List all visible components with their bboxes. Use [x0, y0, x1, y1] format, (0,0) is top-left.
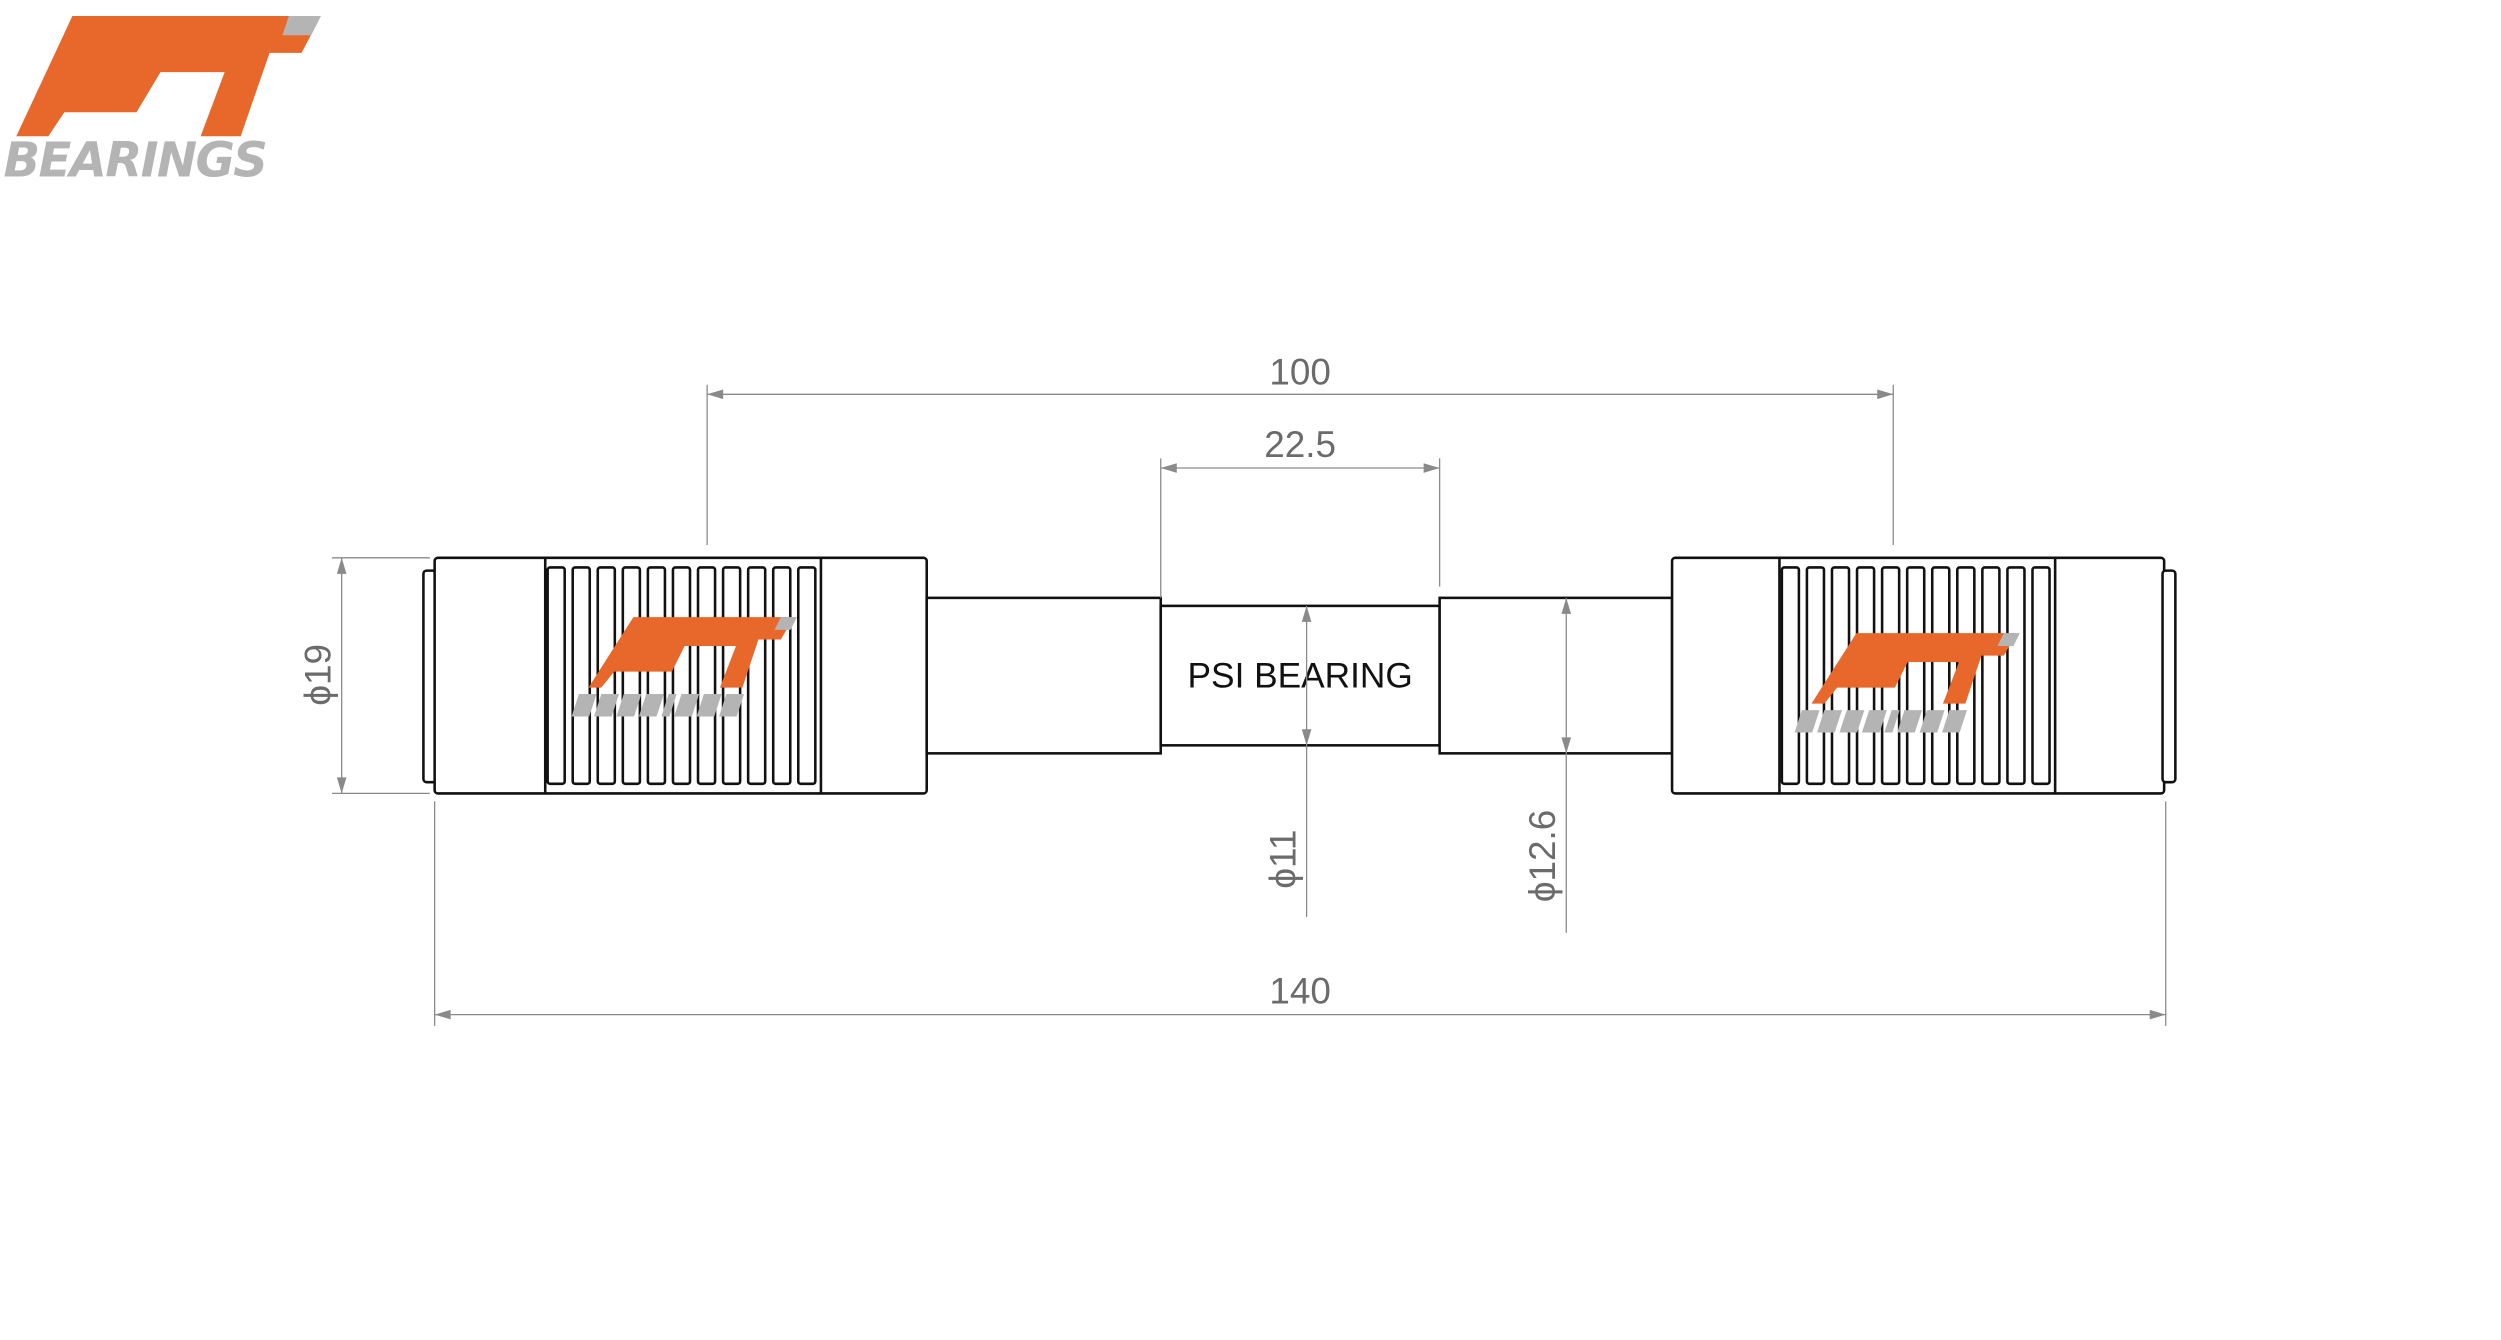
- bushing-assembly: [422, 556, 2177, 795]
- dim-label: 100: [1269, 352, 1331, 393]
- right-end-cap: [2161, 569, 2177, 784]
- psi-bearings-logo: BEARINGS: [3, 16, 321, 188]
- groove-ring: [1981, 566, 2001, 786]
- groove-ring: [696, 566, 717, 786]
- dimension-dia-11: ϕ11: [1262, 605, 1312, 917]
- dimension-dia-12-6: ϕ12.6: [1522, 597, 1572, 933]
- groove-ring: [646, 566, 667, 786]
- dim-label: ϕ12.6: [1522, 810, 1563, 902]
- center-label: PSI BEARING: [1188, 657, 1413, 696]
- groove-ring: [1905, 566, 1926, 786]
- left-tube: [925, 596, 1163, 755]
- dimension-100: 100: [706, 352, 1894, 545]
- dimension-dia-19: ϕ19: [297, 557, 430, 795]
- groove-ring: [771, 566, 792, 786]
- groove-ring: [2006, 566, 2026, 786]
- dimension-22-5: 22.5: [1160, 424, 1441, 598]
- groove-ring: [2031, 566, 2051, 786]
- dim-label: 140: [1269, 970, 1331, 1011]
- dim-label: 22.5: [1264, 424, 1336, 465]
- logo-subtitle: BEARINGS: [3, 132, 267, 188]
- groove-ring: [671, 566, 692, 786]
- dim-label: ϕ19: [297, 644, 338, 706]
- groove-ring: [571, 566, 592, 786]
- groove-ring: [1780, 566, 1801, 786]
- groove-ring: [546, 566, 566, 786]
- right-tube: [1438, 596, 1674, 755]
- groove-ring: [1805, 566, 1826, 786]
- dim-label: ϕ11: [1262, 830, 1303, 889]
- groove-ring: [796, 566, 817, 786]
- groove-ring: [1930, 566, 1951, 786]
- dimension-140: 140: [433, 801, 2167, 1026]
- groove-ring: [621, 566, 642, 786]
- groove-ring: [746, 566, 767, 786]
